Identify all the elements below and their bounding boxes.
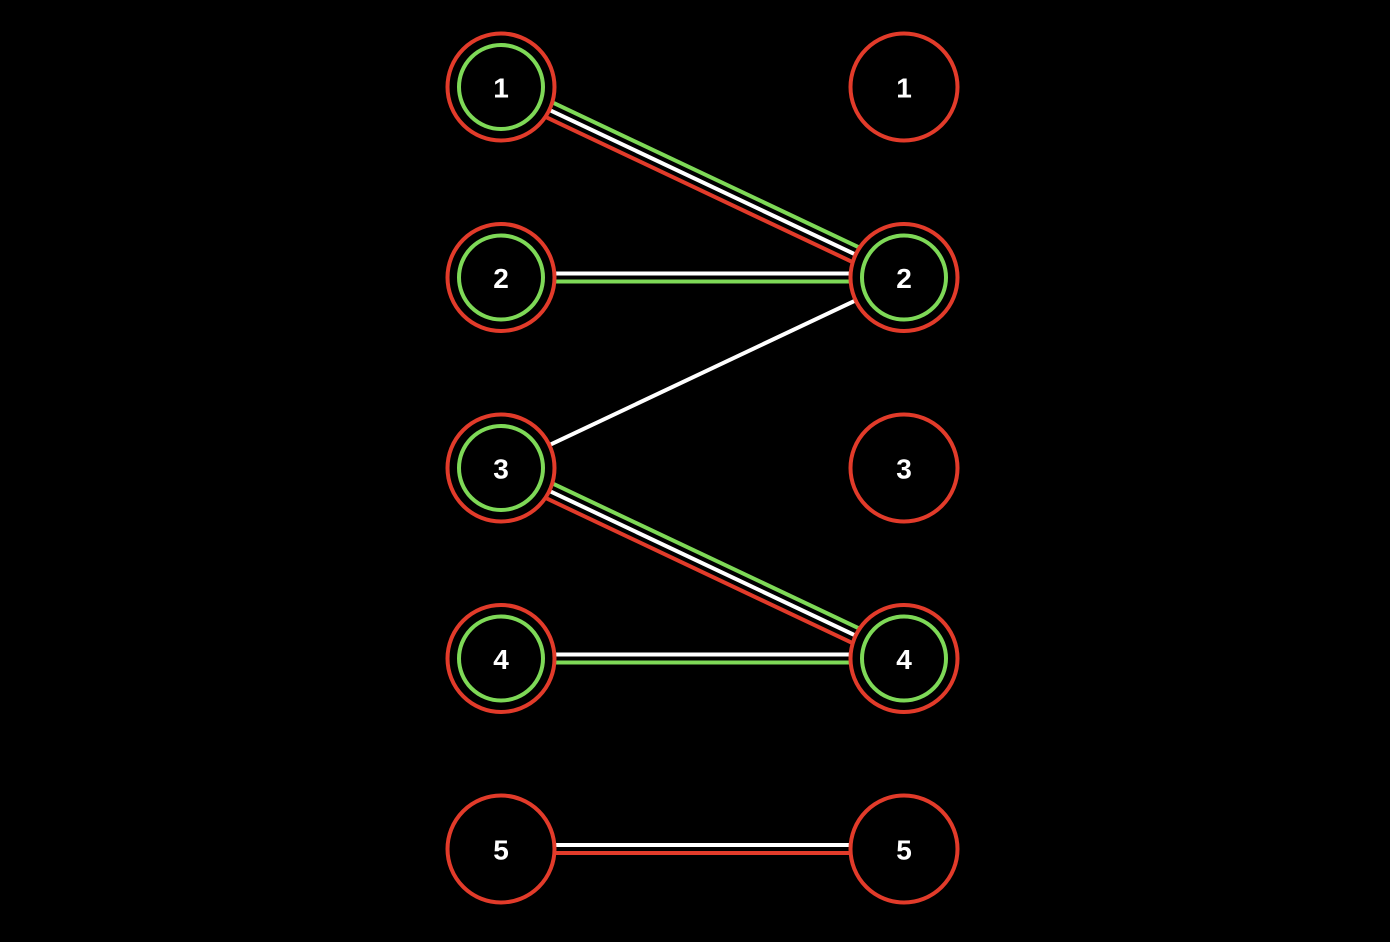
right-node-2: 2	[848, 222, 960, 333]
left-node-5-label: 5	[493, 835, 509, 866]
right-node-3-label: 3	[896, 454, 912, 485]
left-node-3-label: 3	[493, 454, 509, 485]
right-node-2-label: 2	[896, 263, 912, 294]
edge-5-5	[554, 843, 851, 855]
left-node-2: 2	[445, 222, 557, 333]
edge-1-2-green-line	[551, 100, 860, 250]
left-node-1-label: 1	[493, 73, 509, 104]
edge-4-4	[554, 652, 851, 665]
edge-1-2	[545, 100, 860, 264]
left-node-1-red-ring	[445, 31, 557, 143]
edge-3-4-white-line	[548, 489, 857, 638]
left-node-4-fill	[447, 605, 555, 712]
left-node-1: 1	[445, 31, 557, 143]
edge-3-4	[545, 481, 860, 645]
left-node-1-green-ring	[457, 43, 545, 131]
left-node-2-red-ring	[445, 222, 557, 333]
right-node-5: 5	[848, 793, 960, 905]
left-node-4-green-ring	[457, 614, 545, 703]
right-node-3-fill	[850, 414, 958, 522]
left-node-5-fill	[447, 795, 555, 903]
edge-3-4-green-line	[551, 481, 860, 631]
right-node-5-label: 5	[896, 835, 912, 866]
left-node-2-label: 2	[493, 263, 509, 294]
right-node-4-fill	[850, 605, 958, 712]
left-node-2-green-ring	[457, 233, 545, 322]
right-node-4: 4	[848, 603, 960, 714]
left-node-3-green-ring	[457, 424, 545, 512]
edge-3-2-white-line	[548, 298, 857, 447]
right-node-1-fill	[850, 33, 958, 141]
right-node-4-green-ring	[860, 614, 948, 703]
left-node-2-fill	[447, 224, 555, 331]
left-node-4: 4	[445, 603, 557, 714]
left-node-4-red-ring	[445, 603, 557, 714]
left-node-4-label: 4	[493, 644, 509, 675]
right-node-1-red-ring	[848, 31, 960, 143]
edge-3-4-red-line	[545, 496, 854, 645]
left-node-1-fill	[447, 33, 555, 141]
right-node-2-red-ring	[848, 222, 960, 333]
edge-2-2	[554, 271, 851, 284]
right-node-1-label: 1	[896, 73, 912, 104]
right-node-2-fill	[850, 224, 958, 331]
edge-3-2	[548, 298, 857, 447]
right-node-3: 3	[848, 412, 960, 524]
right-node-5-fill	[850, 795, 958, 903]
left-node-3-fill	[447, 414, 555, 522]
right-node-2-green-ring	[860, 233, 948, 322]
left-node-5: 5	[445, 793, 557, 905]
edge-1-2-red-line	[545, 115, 854, 264]
right-node-4-label: 4	[896, 644, 912, 675]
left-node-3: 3	[445, 412, 557, 524]
right-node-1: 1	[848, 31, 960, 143]
edges-layer	[545, 100, 860, 855]
left-node-5-red-ring	[445, 793, 557, 905]
left-node-3-red-ring	[445, 412, 557, 524]
nodes-layer: 1 2 3 4 5 1 2 3 4 5	[445, 31, 960, 905]
right-node-4-red-ring	[848, 603, 960, 714]
right-node-3-red-ring	[848, 412, 960, 524]
right-node-5-red-ring	[848, 793, 960, 905]
edge-1-2-white-line	[548, 108, 857, 257]
